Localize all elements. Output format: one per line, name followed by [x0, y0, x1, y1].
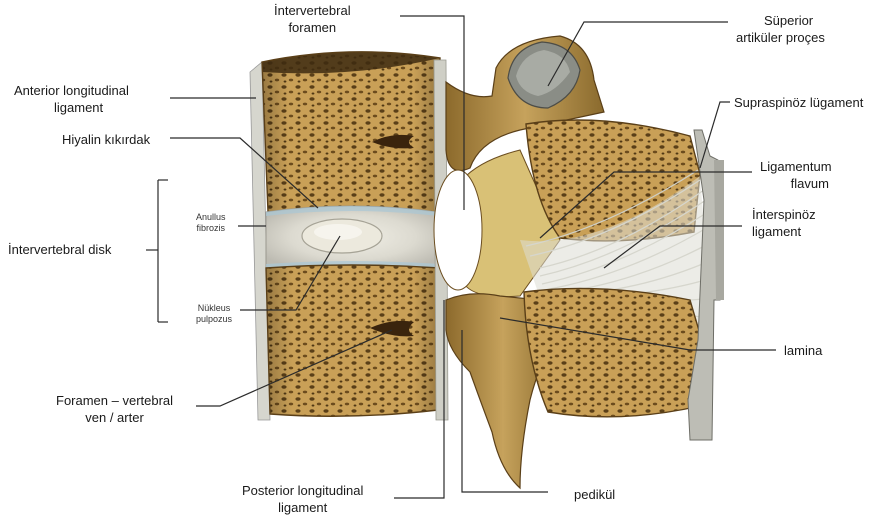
label-flavum-line1: Ligamentum: [760, 158, 832, 175]
label-interspinous-line2: ligament: [752, 223, 816, 240]
label-foramen-vessel-line1: Foramen – vertebral: [56, 392, 173, 409]
label-superior-articular-line2: artiküler proçes: [736, 29, 825, 46]
lower-spinous-process: [524, 288, 700, 416]
label-superior-articular: Süperior artiküler proçes: [736, 12, 825, 46]
label-intervertebral-disk: İntervertebral disk: [8, 241, 111, 258]
label-nucleus-line1: Nükleus: [196, 303, 232, 314]
label-supraspinous: Supraspinöz lügament: [734, 94, 863, 111]
label-nucleus: Nükleus pulpozus: [196, 303, 232, 325]
label-intervertebral-foramen-line2: foramen: [274, 19, 351, 36]
label-flavum-line2: flavum: [760, 175, 832, 192]
label-anulus-line1: Anullus: [196, 212, 226, 223]
label-nucleus-line2: pulpozus: [196, 314, 232, 325]
label-foramen-vessel: Foramen – vertebral ven / arter: [56, 392, 173, 426]
label-hyaline: Hiyalin kıkırdak: [62, 131, 150, 148]
label-posterior-ligament-line2: ligament: [242, 499, 363, 516]
intervertebral-foramen: [434, 170, 482, 290]
label-posterior-ligament: Posterior longitudinal ligament: [242, 482, 363, 516]
label-intervertebral-foramen: İntervertebral foramen: [274, 2, 351, 36]
intervertebral-disc: [266, 206, 440, 268]
label-interspinous: İnterspinöz ligament: [752, 206, 816, 240]
label-anulus-line2: fibrozis: [196, 223, 226, 234]
lower-vertebral-body: [266, 265, 440, 416]
label-intervertebral-foramen-line1: İntervertebral: [274, 2, 351, 19]
label-flavum: Ligamentum flavum: [760, 158, 832, 192]
label-anulus: Anullus fibrozis: [196, 212, 226, 234]
label-foramen-vessel-line2: ven / arter: [56, 409, 173, 426]
label-anterior-ligament-line1: Anterior longitudinal: [14, 82, 129, 99]
label-pedicle: pedikül: [574, 486, 615, 503]
label-lamina: lamina: [784, 342, 822, 359]
label-interspinous-line1: İnterspinöz: [752, 206, 816, 223]
label-superior-articular-line1: Süperior: [736, 12, 825, 29]
label-anterior-ligament-line2: ligament: [14, 99, 129, 116]
upper-vertebral-body: [262, 52, 440, 212]
label-anterior-ligament: Anterior longitudinal ligament: [14, 82, 129, 116]
label-posterior-ligament-line1: Posterior longitudinal: [242, 482, 363, 499]
